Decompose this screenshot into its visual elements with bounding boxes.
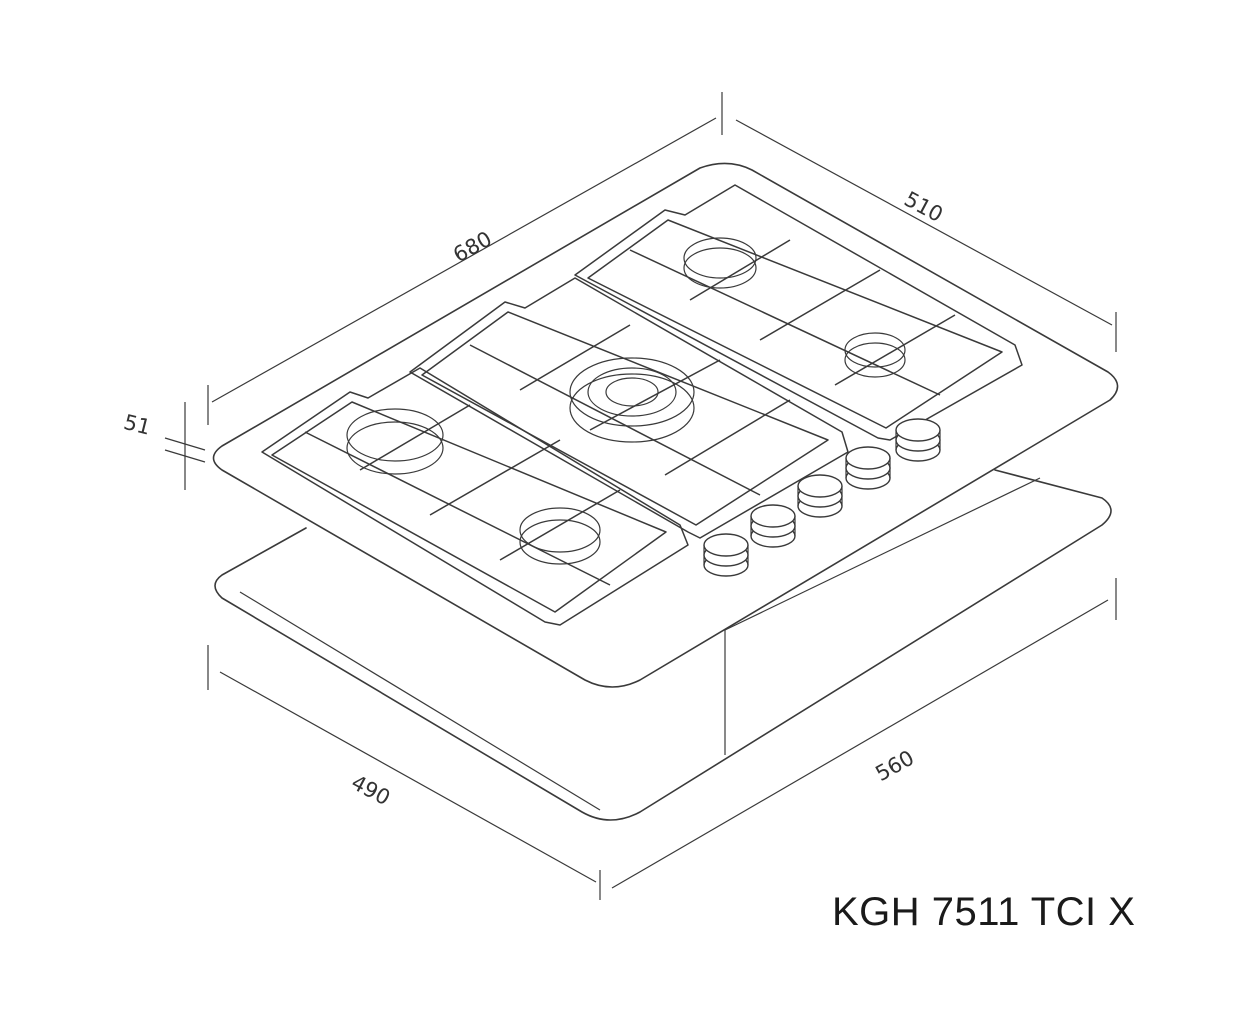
dimension-lines bbox=[164, 92, 1117, 900]
dimension-label-510: 510 bbox=[900, 187, 947, 227]
burner-front-right bbox=[844, 332, 906, 378]
dimension-label-490: 490 bbox=[347, 770, 394, 810]
dimension-label-560: 560 bbox=[871, 746, 918, 786]
model-name: KGH 7511 TCI X bbox=[832, 890, 1136, 934]
knob-5 bbox=[895, 418, 941, 462]
burner-front-left bbox=[519, 507, 601, 565]
hob-top-plate bbox=[212, 162, 1119, 688]
dimension-label-51: 51 bbox=[121, 410, 153, 440]
burners bbox=[346, 237, 906, 565]
knob-4 bbox=[845, 446, 891, 490]
pan-supports bbox=[261, 184, 1023, 626]
knob-2 bbox=[750, 504, 796, 548]
burner-rear-right bbox=[683, 237, 757, 289]
dimension-label-680: 680 bbox=[449, 227, 496, 267]
burner-rear-left bbox=[346, 408, 444, 475]
knob-1 bbox=[703, 533, 749, 577]
control-knobs bbox=[703, 418, 941, 577]
burner-wok-center bbox=[569, 357, 695, 443]
knob-3 bbox=[797, 474, 843, 518]
cutout-outline bbox=[214, 469, 1112, 821]
